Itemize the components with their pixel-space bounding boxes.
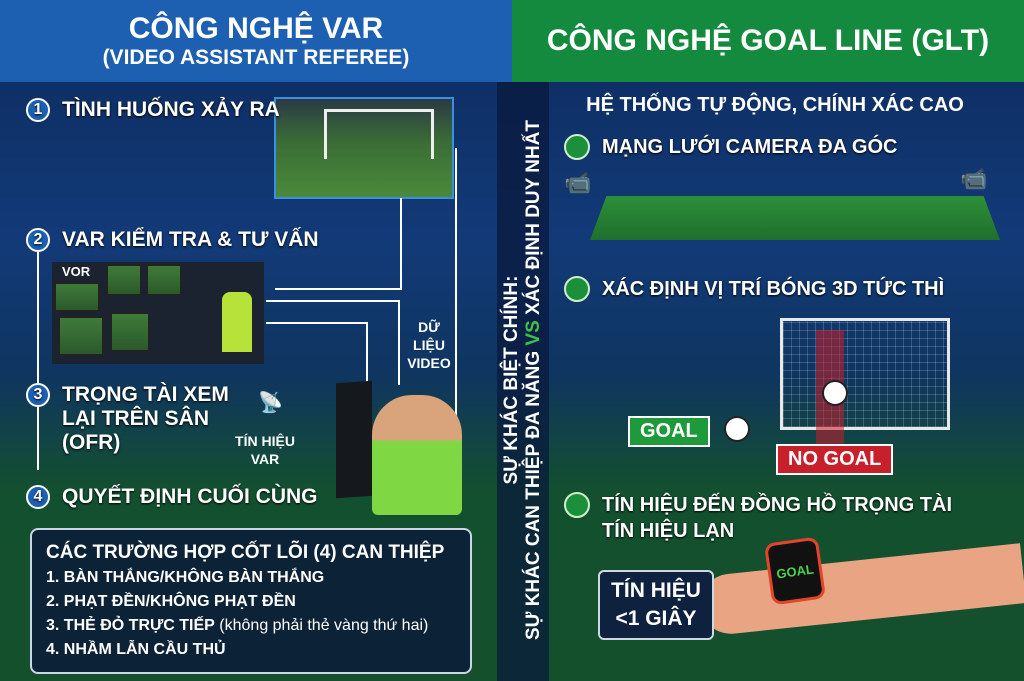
goal-frame bbox=[324, 109, 434, 159]
referee-figure bbox=[222, 292, 252, 352]
var-header: CÔNG NGHỆ VAR (VIDEO ASSISTANT REFEREE) bbox=[0, 0, 512, 82]
watch-display-text: GOAL bbox=[775, 560, 815, 582]
step-label: VAR KIỂM TRA & TƯ VẤN bbox=[62, 228, 319, 251]
camera-icon: 📹 bbox=[960, 166, 988, 191]
arrow-line bbox=[266, 322, 368, 324]
flow-line bbox=[37, 252, 39, 470]
step-number: 2 bbox=[26, 228, 50, 252]
divider-line-2: SỰ KHÁC CAN THIỆP ĐA NĂNG VS XÁC ĐỊNH DU… bbox=[523, 120, 545, 640]
glt-feature-1: MẠNG LƯỚI CAMERA ĐA GÓC bbox=[564, 134, 898, 160]
glt-feature-2: XÁC ĐỊNH VỊ TRÍ BÓNG 3D TỨC THÌ bbox=[564, 276, 944, 302]
ball-icon bbox=[724, 416, 750, 442]
var-step-1: 1 TÌNH HUỐNG XẢY RA bbox=[26, 98, 280, 122]
camera-icon: 📹 bbox=[564, 170, 592, 195]
feature-label: TÍN HIỆU ĐẾN ĐỒNG HỒ TRỌNG TÀI bbox=[602, 494, 952, 516]
step-label: QUYẾT ĐỊNH CUỐI CÙNG bbox=[62, 485, 318, 508]
arrow-line bbox=[400, 198, 402, 290]
callout-line-1: TÍN HIỆU bbox=[611, 579, 701, 602]
monitor bbox=[106, 264, 142, 296]
var-subtitle: (VIDEO ASSISTANT REFEREE) bbox=[102, 46, 410, 69]
green-dot-icon bbox=[564, 134, 590, 160]
case-item: 4. NHẦM LẪN CẦU THỦ bbox=[46, 638, 456, 662]
camera-pitch-image bbox=[590, 196, 1000, 240]
green-dot-icon bbox=[564, 276, 590, 302]
antenna-icon: 📡 bbox=[258, 392, 283, 414]
feature-label-2: TÍN HIỆU LẠN bbox=[602, 520, 735, 542]
referee-arm-image bbox=[697, 543, 1024, 637]
feature-label: MẠNG LƯỚI CAMERA ĐA GÓC bbox=[602, 136, 898, 158]
arrow-line bbox=[275, 288, 402, 290]
glt-feature-3: TÍN HIỆU ĐẾN ĐỒNG HỒ TRỌNG TÀI TÍN HIỆU L… bbox=[564, 492, 952, 544]
monitor bbox=[110, 312, 150, 352]
step-number: 3 bbox=[26, 383, 50, 407]
case-main: 1. BÀN THẮNG/KHÔNG BÀN THẮNG bbox=[46, 569, 325, 586]
var-step-4: 4 QUYẾT ĐỊNH CUỐI CÙNG bbox=[26, 485, 318, 509]
no-goal-badge: NO GOAL bbox=[776, 444, 894, 475]
monitor bbox=[58, 316, 104, 356]
divider-part: SỰ KHÁC CAN THIỆP ĐA NĂNG bbox=[523, 345, 544, 641]
case-item: 1. BÀN THẮNG/KHÔNG BÀN THẮNG bbox=[46, 566, 456, 590]
callout-line-2: <1 GIÂY bbox=[615, 607, 697, 630]
case-main: 2. PHẠT ĐỀN/KHÔNG PHẠT ĐỀN bbox=[46, 593, 296, 610]
green-dot-icon bbox=[564, 492, 590, 518]
var-intervention-cases: CÁC TRƯỜNG HỢP CỐT LÕI (4) CAN THIỆP 1. … bbox=[30, 528, 472, 674]
case-note: (không phải thẻ vàng thứ hai) bbox=[214, 617, 429, 634]
step-number: 4 bbox=[26, 485, 50, 509]
referee-image bbox=[372, 395, 462, 515]
vs-label: VS bbox=[523, 320, 544, 346]
video-data-label: DỮ LIỆU VIDEO bbox=[407, 319, 451, 371]
monitor bbox=[54, 282, 100, 312]
case-item: 3. THẺ ĐỎ TRỰC TIẾP (không phải thẻ vàng… bbox=[46, 614, 456, 638]
var-signal-label: TÍN HIỆU VAR bbox=[235, 433, 295, 467]
vor-label: VOR bbox=[62, 264, 91, 279]
review-monitor bbox=[336, 380, 372, 499]
var-step-2: 2 VAR KIỂM TRA & TƯ VẤN bbox=[26, 228, 319, 252]
var-step-3: 3 TRỌNG TÀI XEM LẠI TRÊN SÂN (OFR) bbox=[26, 383, 256, 455]
step-label: TRỌNG TÀI XEM LẠI TRÊN SÂN (OFR) bbox=[62, 383, 229, 454]
feature-label: XÁC ĐỊNH VỊ TRÍ BÓNG 3D TỨC THÌ bbox=[602, 278, 945, 300]
case-main: 3. THẺ ĐỎ TRỰC TIẾP bbox=[46, 617, 215, 634]
goal-net-3d bbox=[780, 318, 950, 430]
divider-line-1: SỰ KHÁC BIỆT CHÍNH: bbox=[501, 275, 522, 485]
feature-text: TÍN HIỆU ĐẾN ĐỒNG HỒ TRỌNG TÀI TÍN HIỆU L… bbox=[602, 492, 952, 544]
smartwatch: GOAL bbox=[763, 536, 827, 606]
match-situation-image bbox=[274, 97, 454, 199]
case-main: 4. NHẦM LẪN CẦU THỦ bbox=[46, 641, 226, 658]
glt-header: CÔNG NGHỆ GOAL LINE (GLT) bbox=[512, 0, 1024, 82]
step-label: TÌNH HUỐNG XẢY RA bbox=[62, 98, 280, 121]
divider-part: XÁC ĐỊNH DUY NHẤT bbox=[523, 119, 544, 321]
signal-time-callout: TÍN HIỆU <1 GIÂY bbox=[598, 570, 714, 640]
goal-badge: GOAL bbox=[628, 416, 710, 447]
arrow-line bbox=[398, 300, 400, 385]
vor-room-image: VOR bbox=[52, 262, 264, 364]
cases-title: CÁC TRƯỜNG HỢP CỐT LÕI (4) CAN THIỆP bbox=[46, 542, 445, 563]
monitor bbox=[146, 264, 182, 296]
glt-title: CÔNG NGHỆ GOAL LINE (GLT) bbox=[546, 24, 990, 57]
arrow-line bbox=[266, 300, 400, 302]
ball-icon bbox=[822, 380, 848, 406]
divider-text: SỰ KHÁC BIỆT CHÍNH: SỰ KHÁC CAN THIỆP ĐA… bbox=[501, 120, 545, 640]
case-item: 2. PHẠT ĐỀN/KHÔNG PHẠT ĐỀN bbox=[46, 590, 456, 614]
step-number: 1 bbox=[26, 98, 50, 122]
arrow-line bbox=[366, 322, 368, 392]
glt-subtitle: HỆ THỐNG TỰ ĐỘNG, CHÍNH XÁC CAO bbox=[586, 94, 964, 116]
arrow-line bbox=[455, 148, 457, 428]
center-divider bbox=[497, 82, 549, 681]
var-title: CÔNG NGHỆ VAR bbox=[128, 12, 384, 45]
